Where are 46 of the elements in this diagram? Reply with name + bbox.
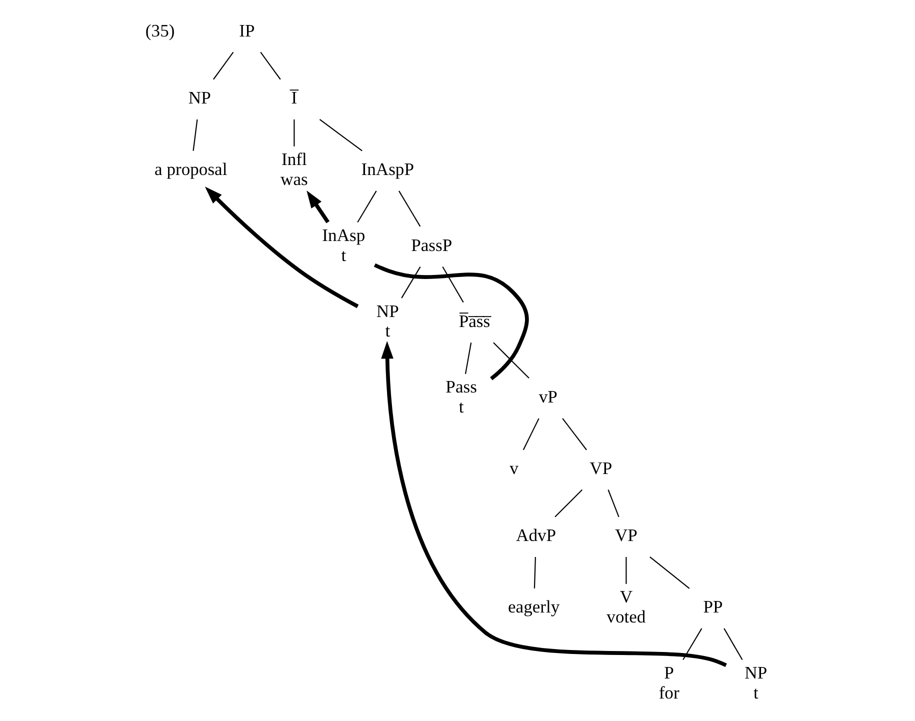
connector xyxy=(723,628,742,660)
node-text: P for xyxy=(658,662,679,702)
arrow xyxy=(306,190,330,224)
node-text: v xyxy=(509,458,518,478)
connector xyxy=(682,628,702,660)
connector xyxy=(522,418,539,450)
arrow xyxy=(204,186,358,308)
connector xyxy=(192,119,198,151)
node-text: IP xyxy=(238,20,254,41)
label: (35) xyxy=(144,20,174,41)
connector xyxy=(400,266,420,298)
connector xyxy=(442,266,464,303)
arrow xyxy=(380,340,726,668)
node-text: NP t xyxy=(376,300,398,341)
node-text: eagerly xyxy=(507,596,560,617)
connector xyxy=(492,342,529,379)
node-text: a proposal xyxy=(154,159,227,180)
node-text: InAspP xyxy=(360,159,414,180)
connector xyxy=(464,342,472,374)
node-text: Infl was xyxy=(280,149,308,189)
node-text: NP t xyxy=(744,662,767,702)
connector xyxy=(398,190,420,227)
node-text: V voted xyxy=(606,586,646,626)
node-text: InAsp t xyxy=(322,225,365,265)
node-text: P̅a̅s̅s̅ xyxy=(458,310,490,331)
node-text: vP xyxy=(538,386,557,407)
node-text: PassP xyxy=(410,234,452,255)
node-text: NP xyxy=(188,88,210,108)
connector xyxy=(607,490,619,518)
connector xyxy=(562,418,586,450)
connector xyxy=(260,52,280,80)
node-text: Pass t xyxy=(445,376,476,416)
connector xyxy=(625,556,626,584)
connector xyxy=(356,190,376,223)
connector xyxy=(293,119,294,146)
connector xyxy=(212,52,234,80)
node-text: I̅ xyxy=(290,88,297,108)
node-text: VP xyxy=(614,525,637,546)
node-text: PP xyxy=(702,596,722,617)
connector xyxy=(533,556,536,588)
connector xyxy=(554,489,582,518)
node-text: VP xyxy=(589,458,612,478)
connector xyxy=(649,556,690,589)
connector xyxy=(373,263,528,380)
connector xyxy=(318,119,362,152)
node-text: AdvP xyxy=(516,525,556,546)
